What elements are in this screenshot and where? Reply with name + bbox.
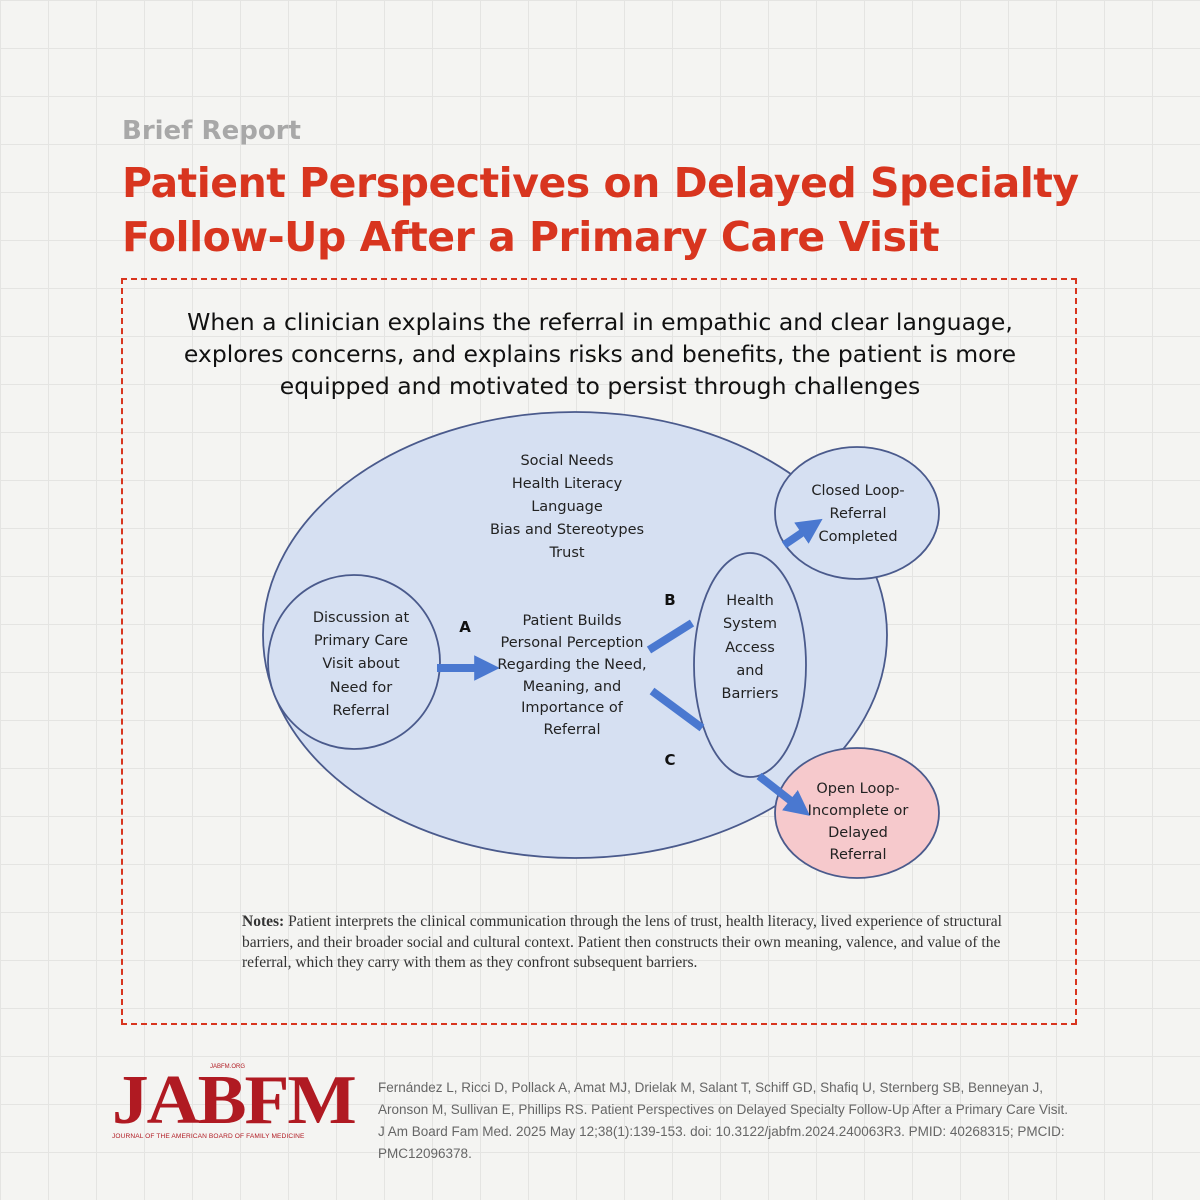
article-type-label: Brief Report xyxy=(122,116,301,146)
arrow-b xyxy=(646,619,695,654)
notes-text: Patient interprets the clinical communic… xyxy=(242,913,1002,971)
path-label-c: C xyxy=(664,751,675,769)
perception-line: Regarding the Need, xyxy=(497,657,646,673)
open-loop-line: Referral xyxy=(830,847,887,863)
citation: Fernández L, Ricci D, Pollack A, Amat MJ… xyxy=(378,1080,1069,1161)
system-line: System xyxy=(723,616,777,632)
path-label-b: B xyxy=(664,591,675,609)
system-line: Health xyxy=(726,593,774,609)
discussion-ellipse xyxy=(267,574,441,750)
discussion-line: Referral xyxy=(333,703,390,719)
context-line: Bias and Stereotypes xyxy=(490,522,644,538)
perception-line: Meaning, and xyxy=(523,679,621,695)
discussion-line: Primary Care xyxy=(314,633,408,649)
path-label-a: A xyxy=(459,618,471,636)
discussion-line: Visit about xyxy=(322,656,400,672)
open-loop-line: Open Loop- xyxy=(816,781,899,797)
arrow-open-loop xyxy=(756,772,811,816)
notes-label: Notes: xyxy=(242,913,285,930)
closed-loop-line: Completed xyxy=(818,529,897,545)
context-line: Health Literacy xyxy=(512,476,623,492)
perception-line: Referral xyxy=(544,722,601,738)
context-line: Language xyxy=(531,499,603,515)
context-line: Trust xyxy=(548,545,584,561)
logo-wordmark: JABFM xyxy=(112,1062,357,1139)
closed-loop-line: Closed Loop- xyxy=(811,483,904,499)
discussion-line: Need for xyxy=(330,680,392,696)
logo-journal-name: JOURNAL OF THE AMERICAN BOARD OF FAMILY … xyxy=(112,1133,305,1140)
page-title: Patient Perspectives on Delayed Specialt… xyxy=(122,159,1079,261)
discussion-line: Discussion at xyxy=(313,610,410,626)
perception-line: Patient Builds xyxy=(522,613,621,629)
arrow-closed-loop xyxy=(781,518,823,549)
figure-frame xyxy=(121,278,1077,1025)
perception-line: Importance of xyxy=(521,700,624,716)
context-line: Social Needs xyxy=(520,453,613,469)
intro-text: When a clinician explains the referral i… xyxy=(183,308,1017,400)
logo-url: JABFM.ORG xyxy=(210,1064,246,1070)
open-loop-line: Delayed xyxy=(828,825,888,841)
open-loop-line: Incomplete or xyxy=(808,803,909,819)
open-loop-ellipse xyxy=(774,747,940,879)
closed-loop-line: Referral xyxy=(830,506,887,522)
system-line: Access xyxy=(725,640,775,656)
system-line: and xyxy=(736,663,763,679)
arrow-c xyxy=(649,687,705,732)
figure-notes: Notes: Patient interprets the clinical c… xyxy=(242,912,1002,974)
perception-line: Personal Perception xyxy=(501,635,644,651)
system-line: Barriers xyxy=(722,686,779,702)
system-ellipse xyxy=(693,552,807,778)
closed-loop-ellipse xyxy=(774,446,940,580)
